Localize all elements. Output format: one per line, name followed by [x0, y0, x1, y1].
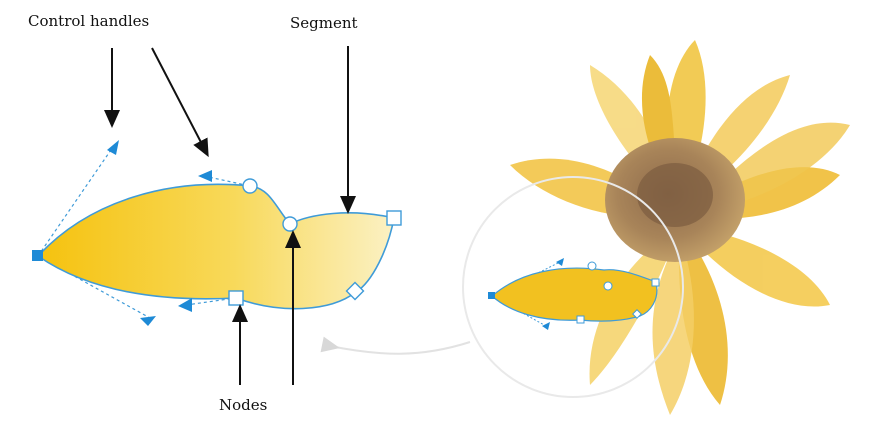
- segment-label: Segment: [290, 14, 358, 32]
- circle-node-icon[interactable]: [588, 262, 596, 270]
- sunflower-illustration: [510, 40, 850, 415]
- arrow-handle-icon[interactable]: [178, 298, 192, 312]
- small-petal-shape[interactable]: [492, 268, 657, 321]
- square-node-icon[interactable]: [387, 211, 401, 225]
- square-node-icon[interactable]: [32, 250, 43, 261]
- control-handles-label: Control handles: [28, 12, 149, 30]
- petal-shape-group: [32, 140, 401, 326]
- square-node-icon[interactable]: [229, 291, 243, 305]
- petal-shape[interactable]: [38, 184, 394, 308]
- circle-node-icon[interactable]: [243, 179, 257, 193]
- circle-node-icon[interactable]: [604, 282, 612, 290]
- arrow-handle-icon[interactable]: [107, 140, 119, 155]
- nodes-label: Nodes: [219, 396, 267, 414]
- arrow-handle-icon[interactable]: [198, 170, 212, 182]
- square-node-icon[interactable]: [577, 316, 584, 323]
- arrow-handle-icon[interactable]: [140, 316, 156, 326]
- circle-node-icon[interactable]: [283, 217, 297, 231]
- square-node-icon[interactable]: [652, 279, 659, 286]
- pointer-arrow-handle-2: [152, 48, 205, 150]
- square-node-icon[interactable]: [488, 292, 495, 299]
- grey-return-arrow: [330, 342, 470, 354]
